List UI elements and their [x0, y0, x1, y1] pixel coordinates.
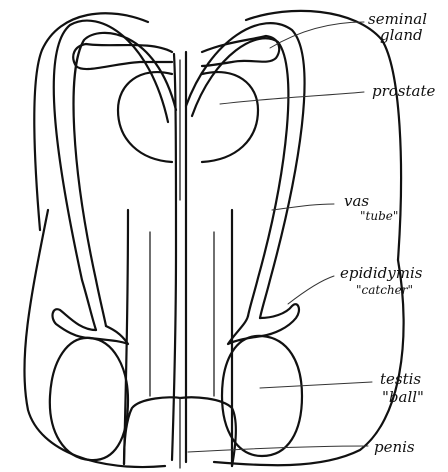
label-vas-term: vas: [344, 194, 369, 209]
label-epididymis-term: epididymis: [340, 266, 422, 281]
label-vas-nickname: "tube": [360, 210, 398, 222]
leader-prostate: [220, 92, 364, 104]
testis-left: [50, 338, 128, 460]
epididymis-right: [228, 304, 299, 344]
testis-right: [222, 336, 302, 456]
leader-testis: [260, 382, 372, 388]
seminal-gland-right: [202, 36, 279, 66]
vas-right-inner: [192, 38, 288, 316]
leader-epididymis: [288, 276, 334, 304]
label-seminal-line1: seminal: [368, 12, 427, 27]
prostate-outline: [118, 72, 258, 162]
urethra-left: [172, 54, 176, 460]
label-seminal-line2: gland: [380, 28, 423, 43]
leader-vas: [272, 204, 334, 210]
vas-left-outer: [54, 21, 168, 330]
label-epididymis-nickname: "catcher": [356, 284, 413, 296]
label-testis-nickname: "ball": [382, 390, 424, 405]
leader-penis: [188, 446, 368, 452]
label-prostate: prostate: [372, 84, 435, 99]
label-penis: penis: [374, 440, 415, 455]
vas-left-inner: [74, 33, 176, 326]
label-testis-term: testis: [380, 372, 421, 387]
